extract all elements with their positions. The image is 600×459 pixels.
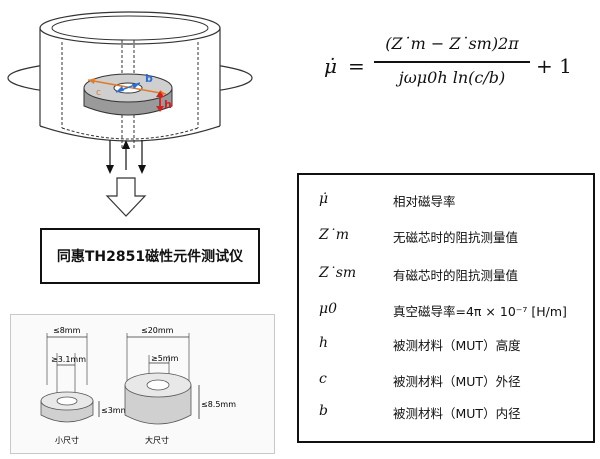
legend-symbol: c	[319, 371, 327, 387]
permeability-formula: μ̇ = (Z˙m − Z˙sm)2π jωμ0h ln(c/b) + 1	[318, 28, 598, 114]
label-b: b	[145, 72, 153, 85]
legend-desc: 有磁芯时的阻抗测量值	[393, 268, 519, 283]
legend-symbol: Z˙m	[319, 227, 350, 243]
legend-row: Z˙sm 有磁芯时的阻抗测量值	[299, 265, 593, 295]
instrument-label: 同惠TH2851磁性元件测试仪	[56, 249, 244, 265]
legend-row: μ̇ 相对磁导率	[299, 191, 593, 221]
legend-desc: 被测材料（MUT）高度	[393, 338, 521, 353]
small-height-label: ≤3mm	[101, 406, 129, 415]
large-inner-label: ≥5mm	[151, 354, 179, 363]
formula-denominator: jωμ0h ln(c/b)	[398, 68, 506, 87]
small-inner-label: ≥3.1mm	[51, 355, 86, 364]
formula-numerator: (Z˙m − Z˙sm)2π	[385, 34, 519, 53]
legend-symbol: Z˙sm	[319, 265, 357, 281]
large-caption: 大尺寸	[145, 435, 169, 445]
legend-row: b 被测材料（MUT）内径	[299, 403, 593, 433]
legend-symbol: h	[319, 335, 329, 351]
large-height-label: ≤8.5mm	[201, 400, 236, 409]
label-c: c	[96, 88, 101, 98]
core-size-diagram: ≤8mm ≥3.1mm ≤3mm 小尺寸 ≤20mm ≥5mm ≤8.5mm 大…	[40, 326, 236, 445]
formula-equals: =	[348, 54, 365, 78]
legend-desc: 无磁芯时的阻抗测量值	[393, 230, 519, 245]
legend-desc: 真空磁导率=4π × 10⁻⁷ [H/m]	[393, 304, 567, 319]
large-outer-label: ≤20mm	[141, 326, 174, 335]
label-h: h	[164, 98, 172, 111]
legend-row: h 被测材料（MUT）高度	[299, 335, 593, 365]
legend-row: c 被测材料（MUT）外径	[299, 371, 593, 401]
small-outer-label: ≤8mm	[53, 326, 81, 335]
dimension-c-arrow	[87, 79, 167, 95]
legend-symbol: μ0	[319, 301, 338, 317]
flow-down-arrow	[105, 177, 147, 217]
formula-fraction-bar	[374, 61, 530, 63]
symbol-legend: μ̇ 相对磁导率 Z˙m 无磁芯时的阻抗测量值 Z˙sm 有磁芯时的阻抗测量值 …	[297, 173, 595, 443]
legend-symbol: b	[319, 403, 328, 419]
core-size-panel: ≤8mm ≥3.1mm ≤3mm 小尺寸 ≤20mm ≥5mm ≤8.5mm 大…	[10, 314, 275, 454]
legend-desc: 相对磁导率	[393, 194, 456, 209]
formula-tail: + 1	[536, 54, 572, 78]
legend-row: Z˙m 无磁芯时的阻抗测量值	[299, 227, 593, 257]
instrument-label-box: 同惠TH2851磁性元件测试仪	[40, 228, 260, 284]
formula-lhs: μ̇	[324, 54, 337, 78]
fixture-diagram: b h c	[7, 11, 253, 217]
legend-desc: 被测材料（MUT）外径	[393, 374, 521, 389]
legend-row: μ0 真空磁导率=4π × 10⁻⁷ [H/m]	[299, 301, 593, 331]
legend-desc: 被测材料（MUT）内径	[393, 406, 521, 421]
legend-symbol: μ̇	[319, 191, 329, 207]
small-caption: 小尺寸	[55, 435, 79, 445]
